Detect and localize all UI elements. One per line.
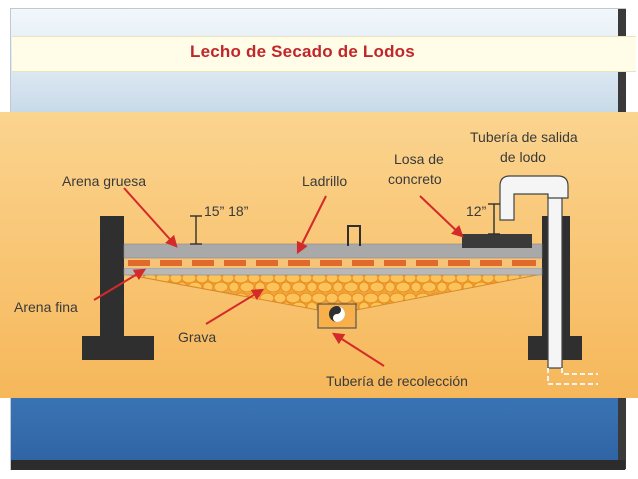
outlet-pipe-vertical bbox=[547, 189, 563, 369]
label-losa-line2: concreto bbox=[388, 171, 442, 187]
coarse-sand-layer bbox=[123, 243, 543, 259]
label-dim-left: 15” 18” bbox=[204, 203, 249, 219]
arrow-ladrillo bbox=[296, 195, 327, 255]
label-tuberia-salida-line2: de lodo bbox=[500, 149, 546, 165]
dimension-marker-left bbox=[190, 215, 202, 245]
label-tuberia-recoleccion: Tubería de recolección bbox=[326, 373, 468, 389]
left-wall-footing bbox=[82, 336, 154, 360]
label-arena-fina: Arena fina bbox=[14, 299, 78, 315]
slide-title: Lecho de Secado de Lodos bbox=[190, 42, 415, 61]
label-tuberia-salida-line1: Tubería de salida bbox=[470, 129, 578, 145]
arrow-tuberia-recoleccion bbox=[331, 332, 385, 367]
outlet-pipe-buried bbox=[547, 368, 598, 385]
title-bar bbox=[12, 36, 636, 72]
label-ladrillo: Ladrillo bbox=[302, 173, 347, 189]
fine-sand-layer bbox=[123, 267, 543, 276]
label-grava: Grava bbox=[178, 329, 216, 345]
brick-row bbox=[128, 260, 536, 266]
arrow-arena-gruesa bbox=[123, 187, 178, 248]
arrow-grava bbox=[205, 288, 265, 325]
arrow-losa bbox=[419, 195, 464, 238]
brick-marker bbox=[347, 225, 361, 246]
concrete-slab bbox=[462, 234, 532, 248]
sludge-drying-bed-diagram: Arena gruesa Ladrillo Losa de concreto T… bbox=[0, 112, 638, 398]
collection-pipe-detail bbox=[333, 306, 345, 322]
dimension-marker-right bbox=[488, 203, 500, 235]
arrow-arena-fina bbox=[93, 268, 147, 301]
label-dim-right: 12” bbox=[466, 203, 487, 219]
outlet-pipe-elbow bbox=[499, 175, 569, 221]
label-arena-gruesa: Arena gruesa bbox=[62, 173, 146, 189]
slide-shadow-bottom bbox=[11, 460, 625, 470]
label-losa-line1: Losa de bbox=[394, 151, 444, 167]
